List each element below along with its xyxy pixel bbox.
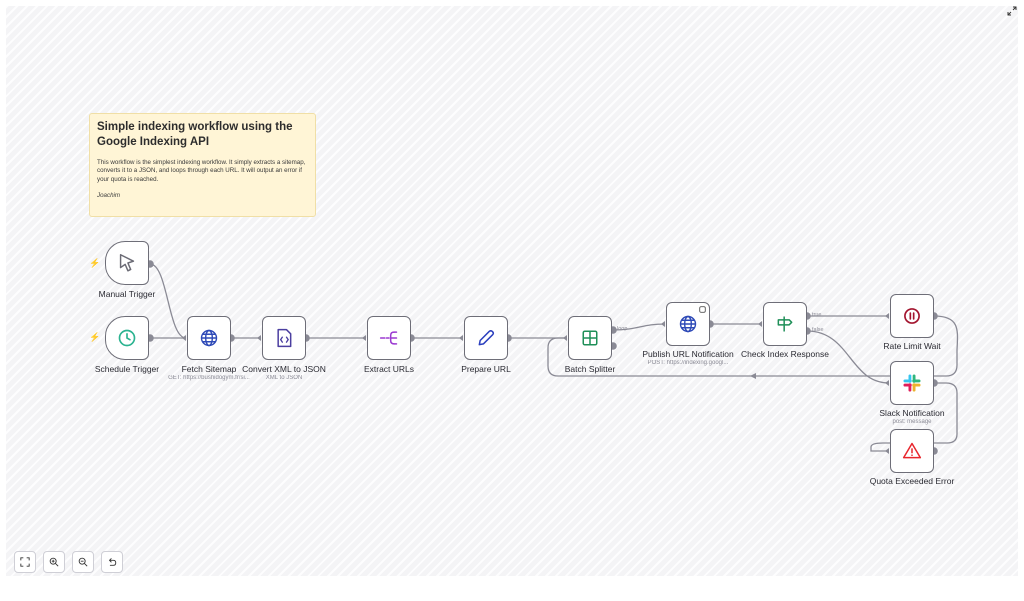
node-publish-url-notification[interactable]: [666, 302, 710, 346]
fit-view-button[interactable]: [14, 551, 36, 573]
port-label-false: false: [812, 327, 824, 333]
pause-icon: [904, 308, 920, 324]
node-convert-xml-to-json[interactable]: [262, 316, 306, 360]
node-subtitle: POST: https://indexing.googl...: [647, 360, 729, 366]
pencil-icon: [478, 330, 495, 346]
workflow-canvas[interactable]: [6, 6, 1018, 576]
node-subtitle: XML to JSON: [265, 375, 303, 381]
node-label: Publish URL Notification: [642, 349, 734, 359]
split-out-icon: [379, 331, 398, 345]
node-slack-notification[interactable]: [890, 361, 934, 405]
node-extract-urls[interactable]: [367, 316, 411, 360]
node-label: Batch Splitter: [564, 364, 616, 374]
slack-icon: [903, 374, 921, 392]
grid-icon: [582, 330, 598, 346]
node-label: Rate Limit Wait: [883, 341, 941, 351]
zoom-in-button[interactable]: [43, 551, 65, 573]
fullscreen-icon[interactable]: [1007, 6, 1017, 16]
trigger-bolt-icon: ⚡: [89, 332, 101, 342]
retry-badge-icon: [699, 306, 706, 313]
cursor-icon: [119, 254, 135, 272]
warning-icon: [902, 442, 922, 459]
node-quota-exceeded-error[interactable]: [890, 429, 934, 473]
node-label: Extract URLs: [363, 364, 415, 374]
port-label-loop: loop: [617, 326, 628, 332]
node-label: Manual Trigger: [98, 289, 156, 299]
globe-icon: [200, 329, 218, 347]
code-file-icon: [277, 328, 292, 348]
undo-icon: [109, 558, 117, 566]
node-label: Schedule Trigger: [94, 364, 160, 374]
globe-icon: [679, 315, 697, 333]
node-label: Convert XML to JSON: [242, 364, 326, 374]
node-manual-trigger[interactable]: [105, 241, 149, 285]
signpost-icon: [777, 316, 793, 332]
fit-view-icon: [20, 557, 30, 567]
node-fetch-sitemap[interactable]: [187, 316, 231, 360]
sticky-note-body: This workflow is the simplest indexing w…: [97, 159, 306, 183]
node-subtitle: GET: https://bushidogym.fr/si...: [168, 375, 250, 381]
node-label: Quota Exceeded Error: [869, 476, 955, 486]
node-subtitle: post: message: [892, 419, 932, 425]
sticky-note-author: Joachim: [97, 191, 121, 199]
trigger-bolt-icon: ⚡: [89, 258, 101, 268]
zoom-out-button[interactable]: [72, 551, 94, 573]
node-label: Slack Notification: [879, 408, 945, 418]
node-schedule-trigger[interactable]: [105, 316, 149, 360]
zoom-out-icon: [78, 557, 88, 567]
port-label-true: true: [812, 312, 822, 318]
node-prepare-url[interactable]: [464, 316, 508, 360]
zoom-in-icon: [49, 557, 59, 567]
node-label: Fetch Sitemap: [181, 364, 237, 374]
node-rate-limit-wait[interactable]: [890, 294, 934, 338]
sticky-note[interactable]: Simple indexing workflow using the Googl…: [89, 113, 316, 217]
sticky-note-title: Simple indexing workflow using the Googl…: [97, 121, 293, 148]
node-batch-splitter[interactable]: [568, 316, 612, 360]
node-label: Prepare URL: [461, 364, 511, 374]
node-label: Check Index Response: [741, 349, 829, 359]
node-check-index-response[interactable]: [763, 302, 807, 346]
reset-zoom-button[interactable]: [101, 551, 123, 573]
clock-icon: [118, 329, 136, 347]
